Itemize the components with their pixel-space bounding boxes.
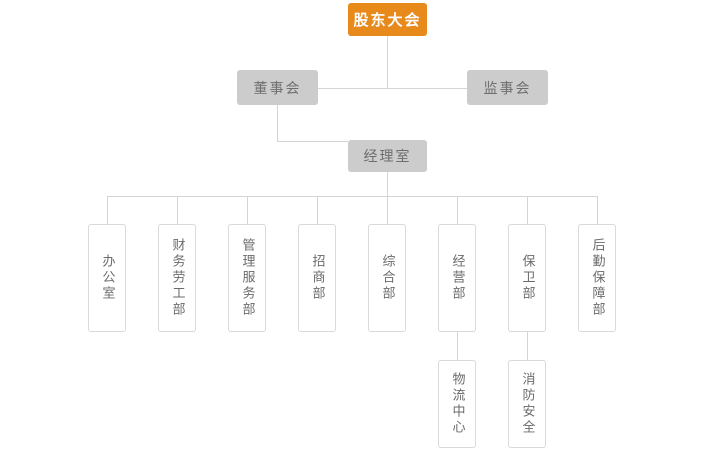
node-department-4[interactable]: 招商部 [298, 224, 336, 332]
connector-board-down [277, 105, 278, 141]
node-root-label: 股东大会 [353, 11, 422, 29]
connector-drop-dept-3 [247, 196, 248, 224]
node-department-6-label: 经营部 [449, 254, 465, 302]
node-department-3[interactable]: 管理服务部 [228, 224, 266, 332]
node-department-7[interactable]: 保卫部 [508, 224, 546, 332]
node-department-8-label: 后勤保障部 [589, 238, 605, 318]
node-department-8[interactable]: 后勤保障部 [578, 224, 616, 332]
node-sub-department-1[interactable]: 物流中心 [438, 360, 476, 448]
node-department-3-label: 管理服务部 [239, 238, 255, 318]
connector-drop-dept-2 [177, 196, 178, 224]
node-board[interactable]: 董事会 [237, 70, 318, 105]
node-department-5-label: 综合部 [379, 254, 395, 302]
node-root[interactable]: 股东大会 [348, 3, 427, 36]
connector-drop-dept-5 [387, 196, 388, 224]
connector-drop-dept-4 [317, 196, 318, 224]
connector-drop-dept-8 [597, 196, 598, 224]
node-manager-label: 经理室 [363, 149, 412, 165]
connector-drop-sub-2 [527, 332, 528, 360]
connector-drop-sub-1 [457, 332, 458, 360]
node-department-1[interactable]: 办公室 [88, 224, 126, 332]
connector-drop-dept-1 [107, 196, 108, 224]
connector-level2-bus [318, 88, 467, 89]
node-department-2[interactable]: 财务劳工部 [158, 224, 196, 332]
node-department-2-label: 财务劳工部 [169, 238, 185, 318]
node-sub-department-1-label: 物流中心 [449, 372, 465, 436]
connector-department-bus [107, 196, 597, 197]
node-supervisors-label: 监事会 [483, 80, 532, 97]
node-department-4-label: 招商部 [309, 254, 325, 302]
node-manager[interactable]: 经理室 [348, 140, 427, 172]
node-sub-department-2[interactable]: 消防安全 [508, 360, 546, 448]
node-board-label: 董事会 [253, 80, 302, 97]
node-sub-department-2-label: 消防安全 [519, 372, 535, 436]
node-department-7-label: 保卫部 [519, 254, 535, 302]
connector-manager-down [387, 172, 388, 196]
connector-root-down [387, 36, 388, 88]
node-department-6[interactable]: 经营部 [438, 224, 476, 332]
node-department-5[interactable]: 综合部 [368, 224, 406, 332]
connector-drop-dept-7 [527, 196, 528, 224]
node-supervisors[interactable]: 监事会 [467, 70, 548, 105]
connector-drop-dept-6 [457, 196, 458, 224]
node-department-1-label: 办公室 [99, 254, 115, 302]
connector-board-to-manager [277, 141, 348, 142]
